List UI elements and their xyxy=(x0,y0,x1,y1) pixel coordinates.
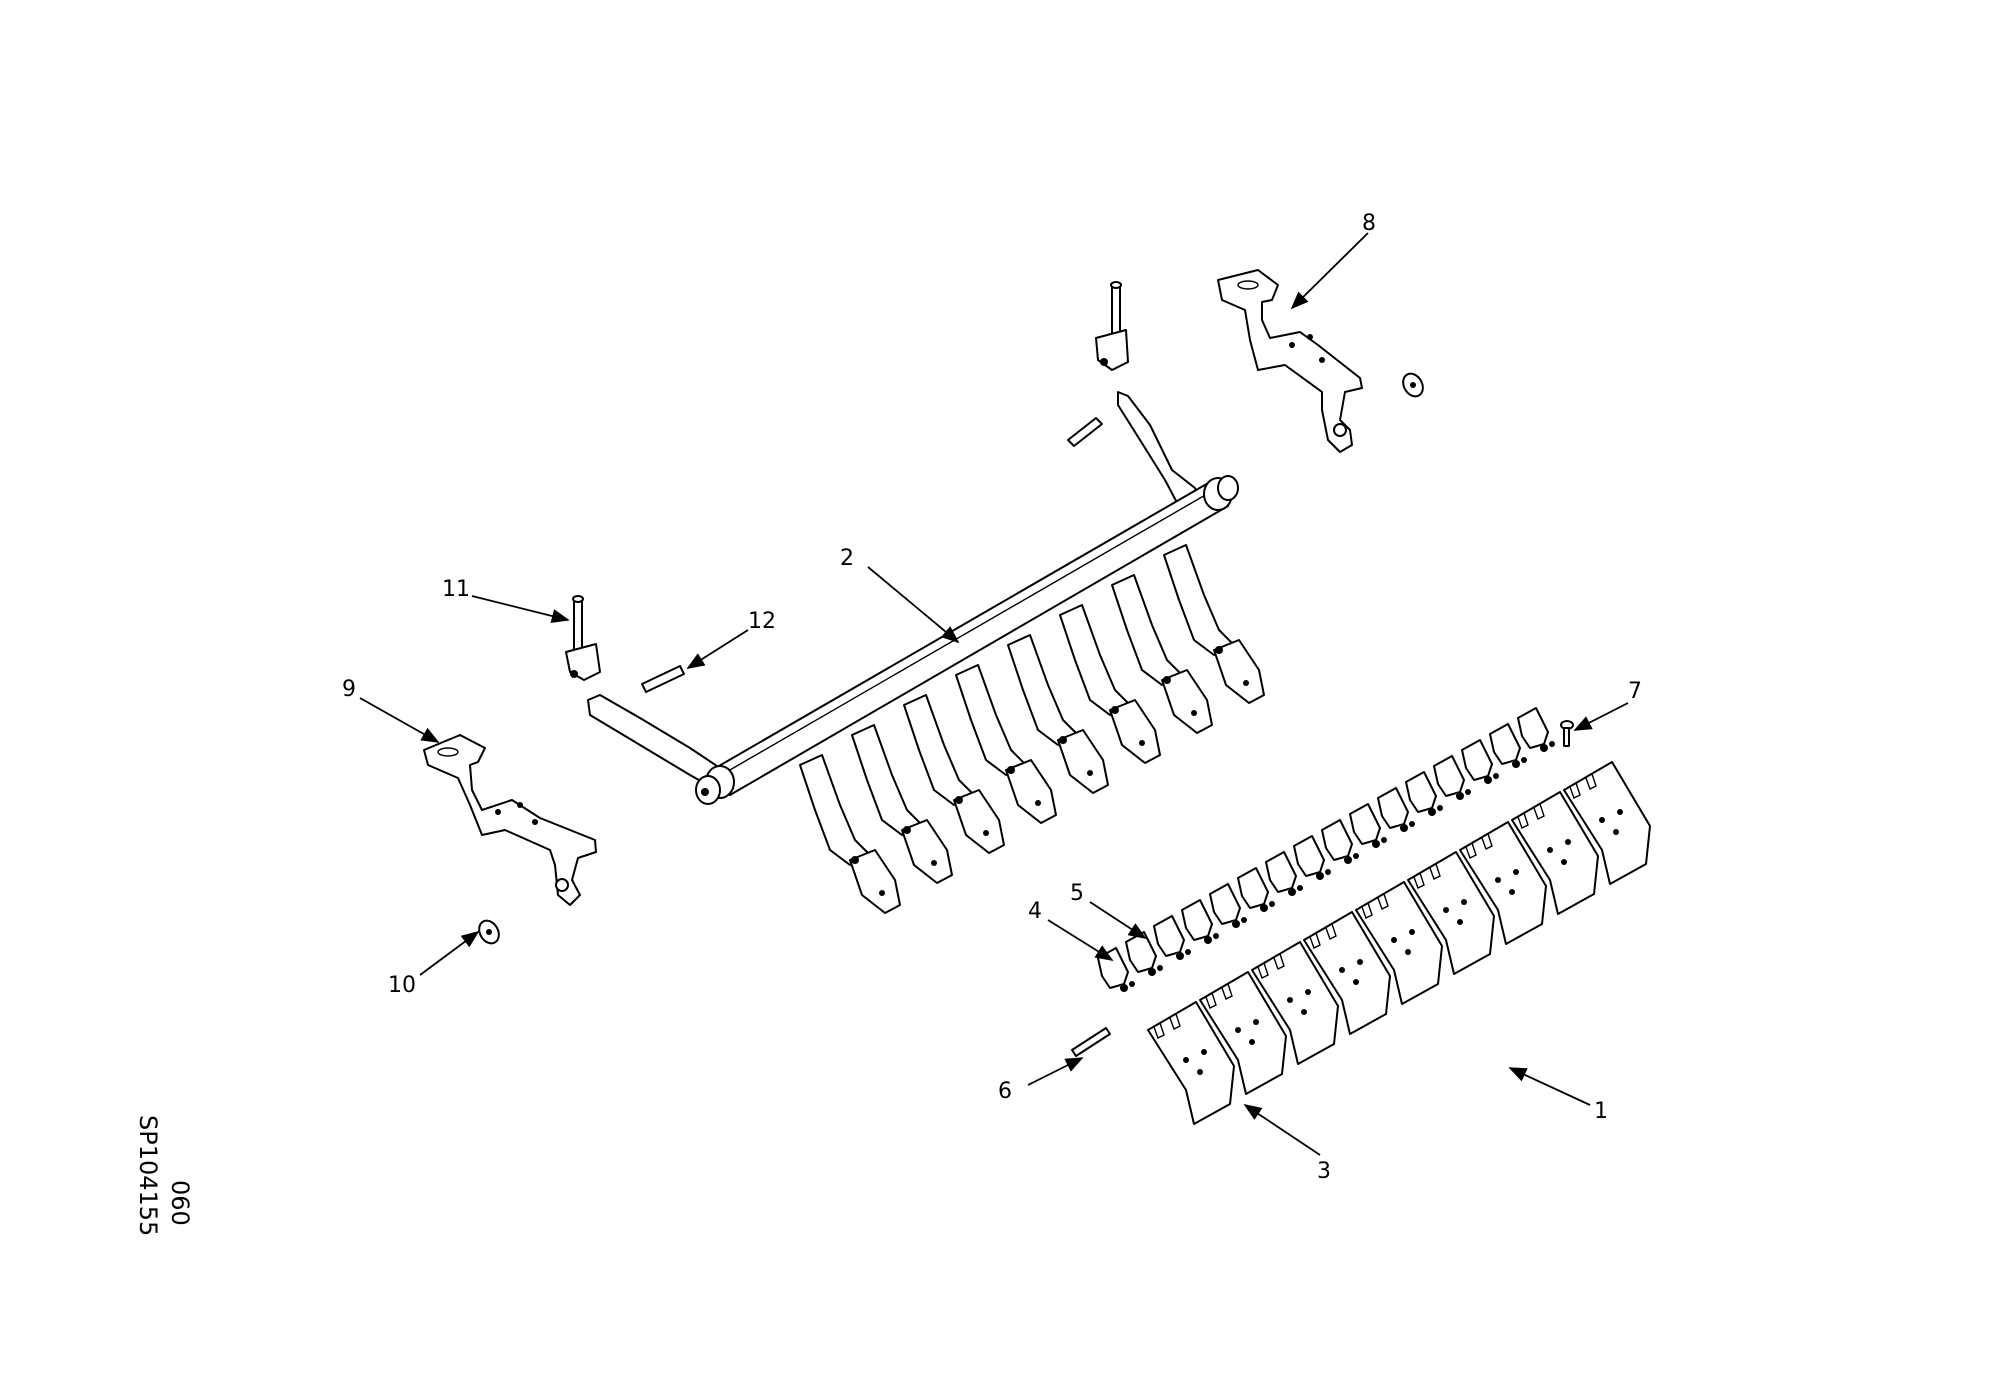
pin-right xyxy=(1067,417,1103,447)
blade xyxy=(1303,911,1391,1035)
blade-clip xyxy=(1181,899,1219,944)
callout-labels: 1 2 3 4 5 6 7 8 9 10 11 12 xyxy=(342,211,1642,1184)
blade xyxy=(1251,941,1339,1065)
callout-12: 12 xyxy=(748,609,776,634)
flail-arm xyxy=(1059,604,1161,764)
flail-arm xyxy=(955,664,1057,824)
blade xyxy=(1511,791,1599,915)
blade-clip xyxy=(1489,723,1527,768)
flail-arm xyxy=(1163,544,1265,704)
blade-clip xyxy=(1517,707,1555,752)
flail-arm xyxy=(903,694,1005,854)
blade-clip xyxy=(1349,803,1387,848)
blade xyxy=(1459,821,1547,945)
pin-bracket-right xyxy=(1095,281,1129,371)
flail-blades xyxy=(1147,761,1651,1125)
pin-left xyxy=(641,665,685,693)
washer-left xyxy=(478,919,500,945)
flail-arm xyxy=(1007,634,1109,794)
washer-right xyxy=(1402,372,1424,398)
blade xyxy=(1563,761,1651,885)
callout-7: 7 xyxy=(1628,679,1642,704)
rotor-shaft-assembly xyxy=(587,391,1265,914)
blade-clip xyxy=(1433,755,1471,800)
callout-1: 1 xyxy=(1594,1099,1608,1124)
blade xyxy=(1199,971,1287,1095)
callout-2: 2 xyxy=(840,546,854,571)
callout-8: 8 xyxy=(1362,211,1376,236)
blade-clip xyxy=(1237,867,1275,912)
callout-10: 10 xyxy=(388,973,416,998)
flail-arm xyxy=(799,754,901,914)
bolt xyxy=(1560,720,1574,747)
callout-11: 11 xyxy=(442,577,470,602)
pin-bracket-left xyxy=(565,595,601,681)
leader-lines xyxy=(359,232,1629,1156)
callout-3: 3 xyxy=(1317,1159,1331,1184)
flail-arm xyxy=(1111,574,1213,734)
blade-clip xyxy=(1377,787,1415,832)
blade xyxy=(1355,881,1443,1005)
blade-clip xyxy=(1293,835,1331,880)
blade-clip xyxy=(1321,819,1359,864)
callout-6: 6 xyxy=(998,1079,1012,1104)
blade-clip xyxy=(1209,883,1247,928)
right-mounting-bracket xyxy=(1217,269,1363,453)
callout-5: 5 xyxy=(1070,881,1084,906)
blade-clip xyxy=(1461,739,1499,784)
blade-clips xyxy=(1097,707,1555,992)
drawing-sheet: 060 xyxy=(166,1180,194,1226)
blade-clip xyxy=(1265,851,1303,896)
blade xyxy=(1407,851,1495,975)
blade-clip xyxy=(1405,771,1443,816)
blade-clip xyxy=(1153,915,1191,960)
callout-9: 9 xyxy=(342,677,356,702)
pin-small xyxy=(1071,1027,1111,1057)
flail-arm xyxy=(851,724,953,884)
callout-4: 4 xyxy=(1028,899,1042,924)
drawing-code: SP104155 xyxy=(134,1115,162,1236)
left-mounting-bracket xyxy=(423,734,597,906)
blade xyxy=(1147,1001,1235,1125)
drawing-reference: SP104155 060 xyxy=(134,1115,194,1236)
